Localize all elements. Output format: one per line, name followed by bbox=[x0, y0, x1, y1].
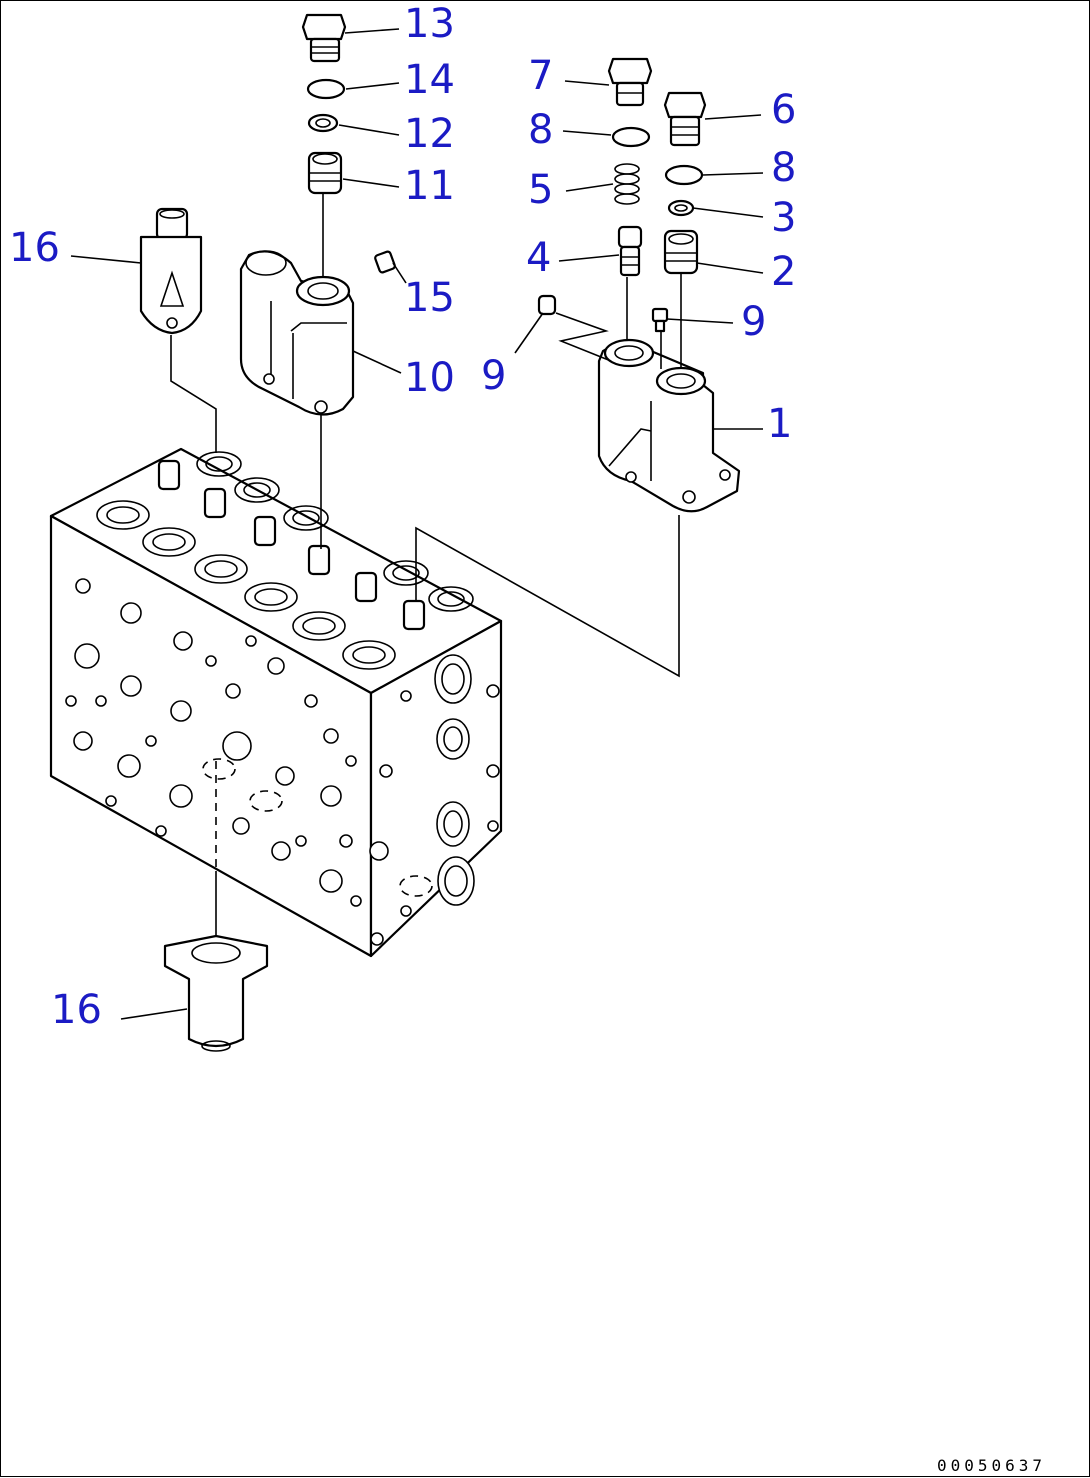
part-plug-9-left bbox=[537, 294, 557, 316]
callout-1: 1 bbox=[767, 401, 792, 447]
part-oring-14 bbox=[306, 78, 346, 100]
part-plug-9-right bbox=[651, 307, 669, 333]
callout-9-left: 9 bbox=[481, 353, 506, 399]
callout-13: 13 bbox=[404, 1, 455, 47]
part-poppet-4 bbox=[617, 225, 643, 277]
part-housing-10 bbox=[239, 250, 355, 416]
part-cover-16-lower bbox=[163, 934, 269, 1052]
part-ring-12 bbox=[307, 113, 339, 133]
part-plug-13 bbox=[301, 13, 347, 63]
callout-16-lower: 16 bbox=[51, 987, 102, 1033]
part-housing-1 bbox=[597, 338, 741, 513]
part-sensor-16-upper bbox=[139, 207, 203, 335]
part-valve-2 bbox=[663, 229, 699, 275]
callout-2: 2 bbox=[771, 249, 796, 295]
assembly-lines bbox=[170, 193, 682, 937]
part-plug-15 bbox=[374, 250, 396, 274]
callout-12: 12 bbox=[404, 111, 455, 157]
leader-lines bbox=[70, 28, 764, 1020]
main-valve-body bbox=[49, 447, 503, 958]
callout-4: 4 bbox=[526, 235, 551, 281]
callout-16-upper: 16 bbox=[9, 225, 60, 271]
callouts: 13 14 12 11 15 10 16 16 7 8 5 4 9 6 8 3 … bbox=[9, 1, 796, 1033]
callout-8-left: 8 bbox=[528, 107, 553, 153]
part-spring-5 bbox=[614, 163, 640, 205]
part-oring-8-right bbox=[664, 164, 704, 186]
callout-8-right: 8 bbox=[771, 145, 796, 191]
callout-15: 15 bbox=[404, 275, 455, 321]
part-ring-3 bbox=[667, 199, 695, 217]
callout-11: 11 bbox=[404, 163, 455, 209]
callout-10: 10 bbox=[404, 355, 455, 401]
part-plug-7 bbox=[607, 57, 653, 107]
callout-14: 14 bbox=[404, 57, 455, 103]
callout-5: 5 bbox=[528, 167, 553, 213]
callout-3: 3 bbox=[771, 195, 796, 241]
part-plug-6 bbox=[663, 91, 707, 147]
callout-6: 6 bbox=[771, 87, 796, 133]
document-number: 00050637 bbox=[937, 1456, 1046, 1475]
callout-9-right: 9 bbox=[741, 299, 766, 345]
part-valve-11 bbox=[307, 151, 343, 195]
callout-7: 7 bbox=[528, 53, 553, 99]
part-oring-8-left bbox=[611, 126, 651, 148]
